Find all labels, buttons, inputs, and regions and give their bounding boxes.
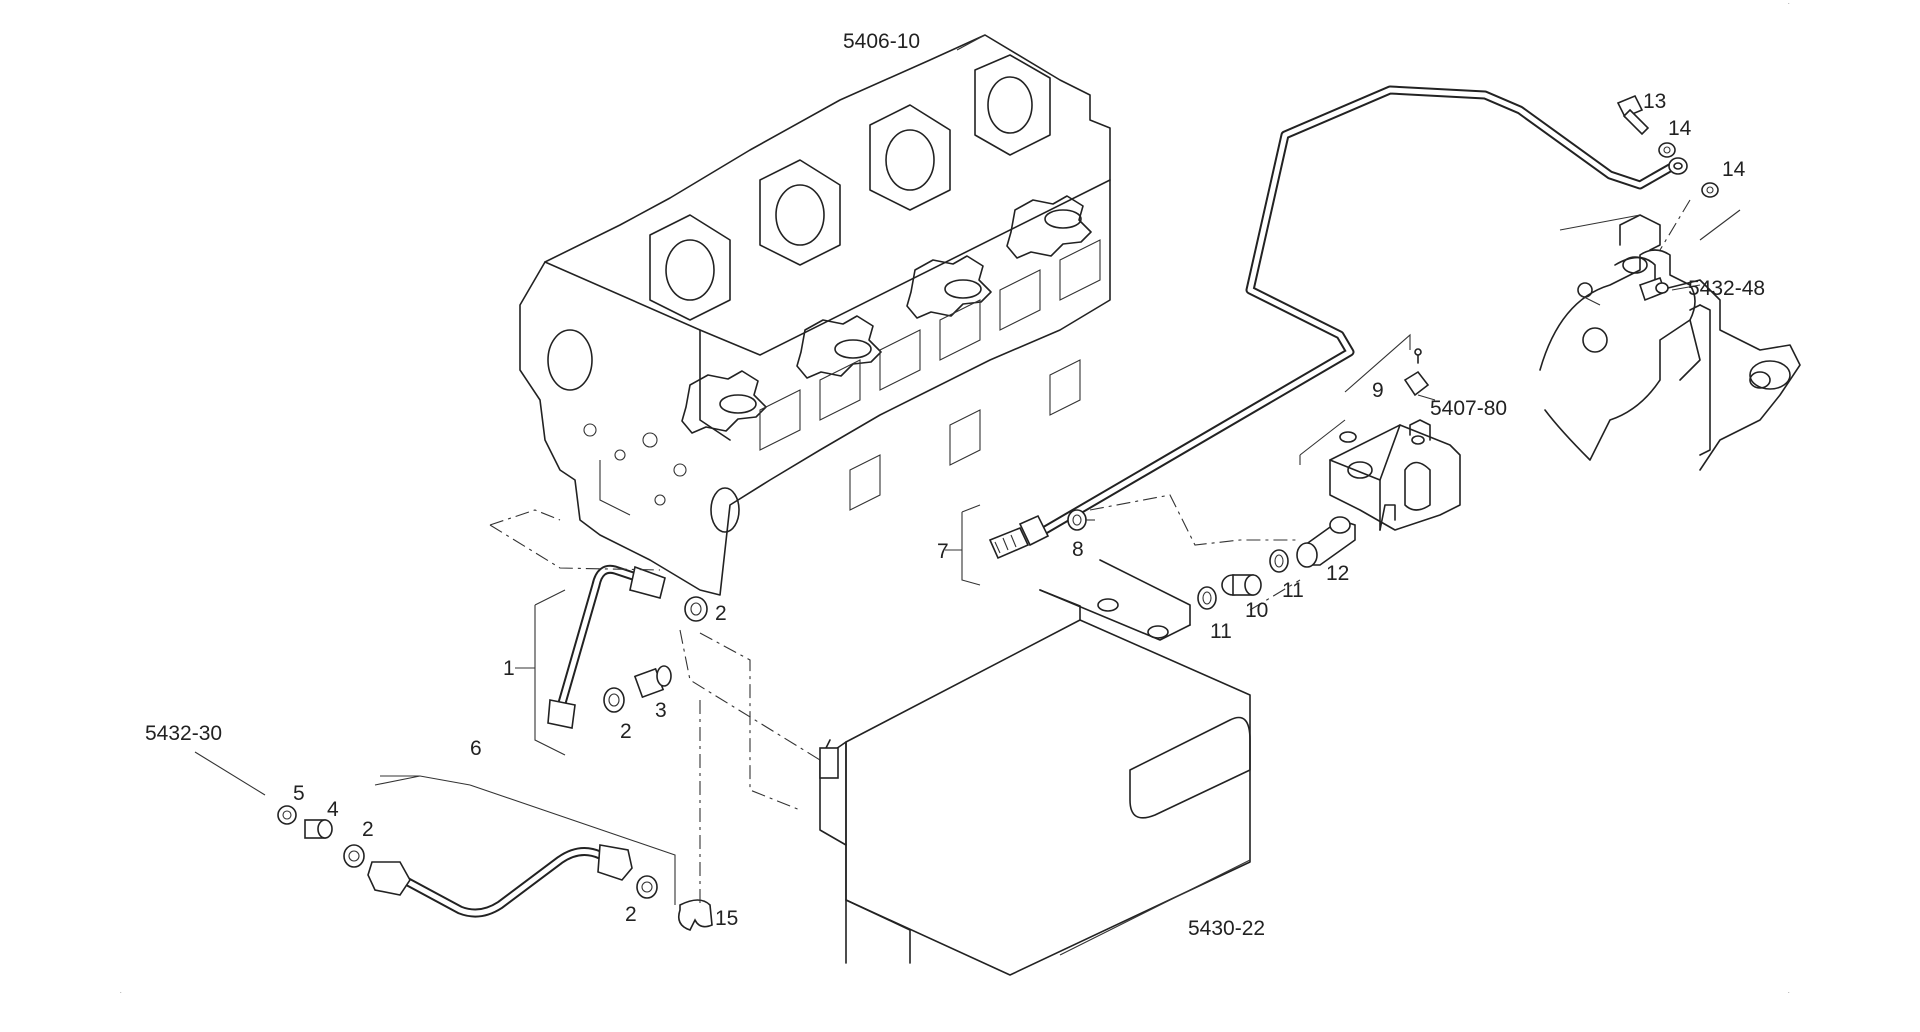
label-part-7: 7 (937, 540, 949, 563)
part-1-pipe (547, 564, 666, 729)
label-part-3: 3 (655, 699, 667, 722)
label-part-1: 1 (503, 657, 515, 680)
label-part-9: 9 (1372, 379, 1384, 402)
label-part-4: 4 (327, 798, 339, 821)
label-part-2d: 2 (625, 903, 637, 926)
cylinder-head-drawing (519, 34, 1111, 596)
part-11-washer-a (1197, 586, 1217, 610)
part-5-washer (277, 805, 297, 825)
label-5430-22: 5430-22 (1188, 917, 1265, 940)
part-14-washer-b (1701, 182, 1719, 198)
part-9-clamp (1403, 348, 1430, 397)
label-part-2a: 2 (715, 602, 727, 625)
label-part-13: 13 (1643, 90, 1666, 113)
corner-mark-bottom-right: . (1788, 989, 1790, 995)
label-part-12: 12 (1326, 562, 1349, 585)
part-7-fitting (988, 514, 1050, 560)
part-8-washer (1067, 509, 1087, 531)
right-assembly-drawing (1539, 214, 1801, 471)
part-2-washer-a (684, 596, 708, 622)
label-part-14a: 14 (1668, 117, 1692, 140)
part-10-union (1221, 574, 1262, 596)
part-14-washer-a (1658, 142, 1676, 158)
corner-mark-top-right: . (1788, 0, 1790, 6)
part-3-union (633, 665, 672, 699)
filter-bracket-drawing (1329, 419, 1461, 531)
part-2-washer-c (343, 844, 365, 868)
label-part-2b: 2 (620, 720, 632, 743)
label-cyl-head: 5406-10 (843, 30, 920, 53)
label-part-2c: 2 (362, 818, 374, 841)
label-5432-30: 5432-30 (145, 722, 222, 745)
part-6-pipe (367, 844, 633, 918)
part-12-banjo (1296, 516, 1356, 568)
label-part-8: 8 (1072, 538, 1084, 561)
label-part-5: 5 (293, 782, 305, 805)
injection-pump-drawing (819, 559, 1251, 976)
label-part-11b: 11 (1282, 579, 1304, 602)
part-13-bolt (1616, 94, 1650, 136)
label-part-14b: 14 (1722, 158, 1746, 181)
part-2-washer-d (636, 875, 658, 899)
part-11-washer-b (1269, 549, 1289, 573)
labels: 5406-10 5432-48 5407-80 5432-30 5430-22 … (120, 0, 1790, 995)
label-5407-80: 5407-80 (1430, 397, 1507, 420)
label-part-10: 10 (1245, 599, 1268, 622)
part-2-washer-b (603, 687, 625, 713)
label-part-11a: 11 (1210, 620, 1232, 643)
label-part-15: 15 (715, 907, 738, 930)
part-15-elbow (677, 899, 713, 931)
label-part-6: 6 (470, 737, 482, 760)
leader-lines (194, 34, 1741, 956)
part-4-union (304, 819, 333, 839)
corner-mark-bottom-left: . (120, 989, 122, 995)
long-fuel-pipe (1035, 85, 1688, 538)
label-5432-48: 5432-48 (1688, 277, 1765, 300)
